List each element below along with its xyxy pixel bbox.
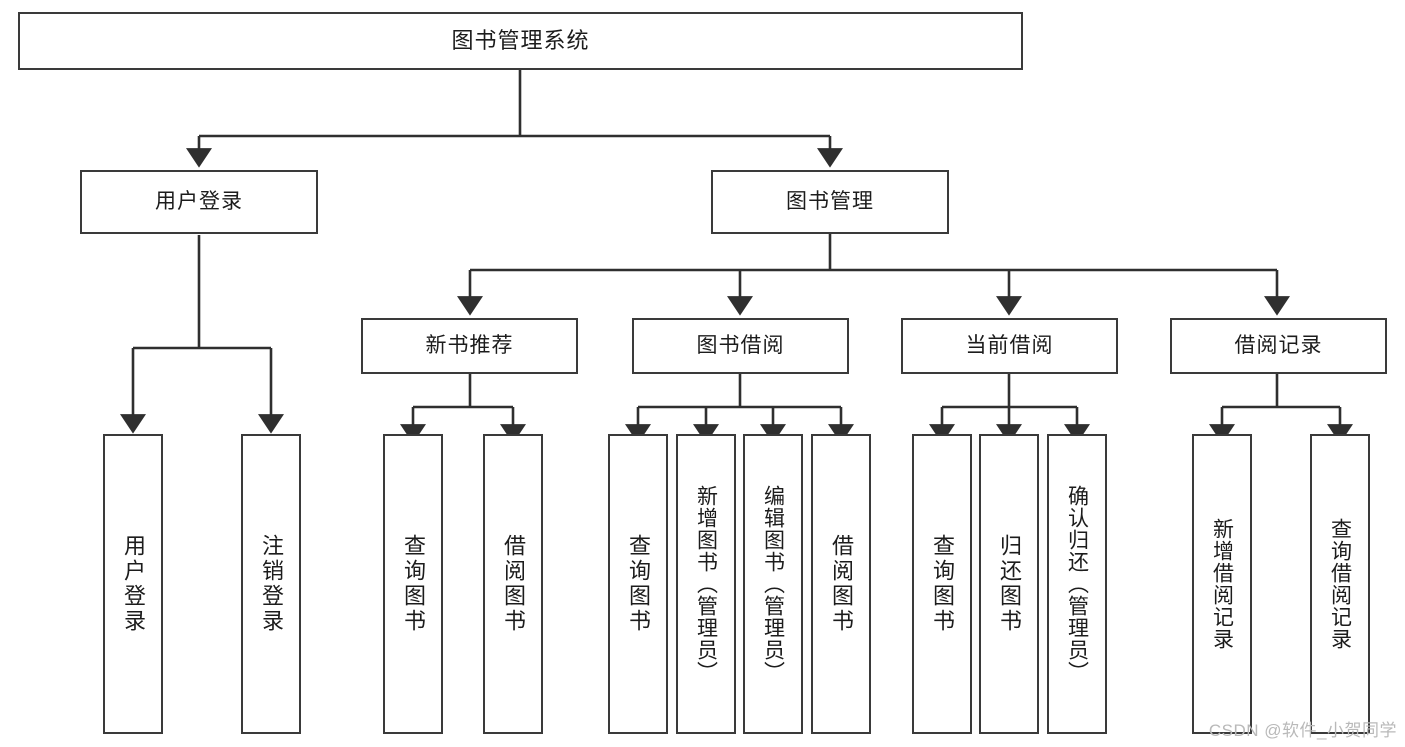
node-new-book-recommend[interactable]: 新书推荐: [361, 318, 578, 374]
leaf-add-book[interactable]: 新增图书（管理员）: [676, 434, 736, 734]
leaf-add-record[interactable]: 新增借阅记录: [1192, 434, 1252, 734]
leaf-logout[interactable]: 注销登录: [241, 434, 301, 734]
node-label: 归还图书: [997, 534, 1022, 634]
leaf-query-book-2[interactable]: 查询图书: [608, 434, 668, 734]
node-label: 图书管理系统: [451, 28, 590, 54]
node-label: 新增借阅记录: [1210, 518, 1234, 650]
leaf-return-book[interactable]: 归还图书: [979, 434, 1039, 734]
leaf-confirm-return[interactable]: 确认归还（管理员）: [1047, 434, 1107, 734]
leaf-query-book-1[interactable]: 查询图书: [383, 434, 443, 734]
leaf-query-book-3[interactable]: 查询图书: [912, 434, 972, 734]
node-label: 新增图书（管理员）: [694, 485, 718, 683]
node-label: 查询图书: [626, 534, 651, 634]
node-label: 注销登录: [259, 534, 284, 634]
node-label: 查询图书: [401, 534, 426, 634]
leaf-user-login[interactable]: 用户登录: [103, 434, 163, 734]
node-label: 借阅图书: [501, 534, 526, 634]
node-label: 图书借阅: [696, 333, 785, 357]
node-label: 借阅记录: [1234, 333, 1323, 357]
node-label: 查询图书: [930, 534, 955, 634]
node-current-borrow[interactable]: 当前借阅: [901, 318, 1118, 374]
leaf-edit-book[interactable]: 编辑图书（管理员）: [743, 434, 803, 734]
node-label: 确认归还（管理员）: [1065, 485, 1089, 683]
node-label: 查询借阅记录: [1328, 518, 1352, 650]
node-label: 借阅图书: [829, 534, 854, 634]
node-label: 图书管理: [786, 189, 874, 213]
node-book-borrow[interactable]: 图书借阅: [632, 318, 849, 374]
node-label: 新书推荐: [425, 333, 514, 357]
leaf-borrow-book-1[interactable]: 借阅图书: [483, 434, 543, 734]
node-borrow-record[interactable]: 借阅记录: [1170, 318, 1387, 374]
node-label: 编辑图书（管理员）: [761, 485, 785, 683]
node-root-system[interactable]: 图书管理系统: [18, 12, 1023, 70]
leaf-query-record[interactable]: 查询借阅记录: [1310, 434, 1370, 734]
leaf-borrow-book-2[interactable]: 借阅图书: [811, 434, 871, 734]
node-label: 用户登录: [155, 189, 243, 213]
node-label: 当前借阅: [965, 333, 1054, 357]
node-label: 用户登录: [121, 534, 146, 634]
node-user-login[interactable]: 用户登录: [80, 170, 318, 234]
node-book-manage[interactable]: 图书管理: [711, 170, 949, 234]
